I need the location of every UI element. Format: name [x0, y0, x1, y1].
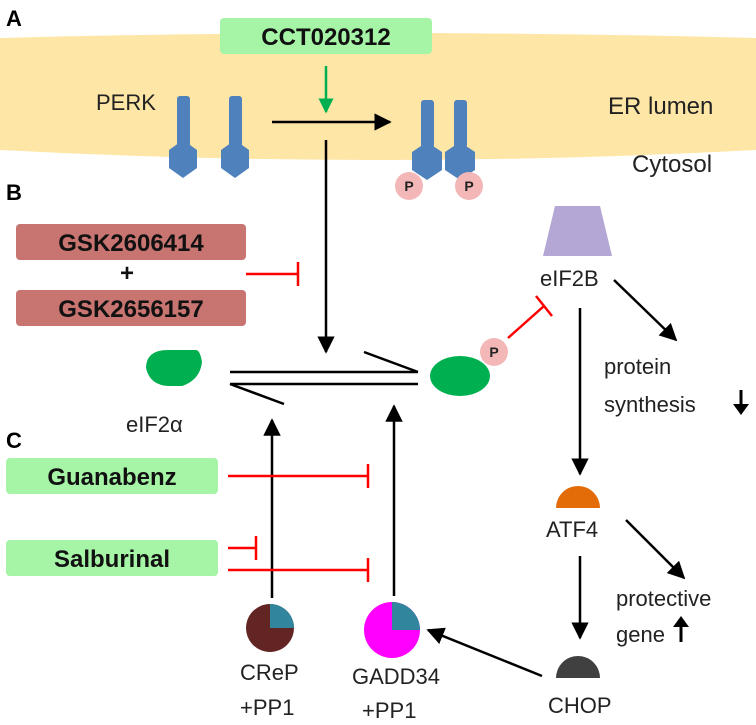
inhibitor-2-label: GSK2656157: [58, 296, 203, 323]
atf4-shape: [556, 486, 600, 508]
gadd34-label-2: +PP1: [362, 698, 416, 723]
gadd34-label-1: GADD34: [352, 664, 440, 689]
phospho-label: P: [464, 178, 473, 194]
eif2b-shape: [543, 206, 612, 256]
atf4-label: ATF4: [546, 517, 598, 542]
salburinal-inhibition-bar-crep: [228, 536, 258, 560]
salburinal-box: [6, 540, 218, 576]
perk-inhibition-bar: [246, 262, 300, 286]
arrow-down-icon: [733, 390, 749, 415]
protein-synthesis-label-2: synthesis: [604, 392, 696, 417]
panel-label-c: C: [6, 428, 22, 453]
protein-synthesis-label-1: protein: [604, 354, 671, 379]
guanabenz-box: [6, 458, 218, 494]
equilibrium-arrows: [229, 350, 419, 406]
protective-gene-label-2: gene: [616, 622, 665, 647]
eif2a-shape: [146, 350, 202, 386]
protective-gene-label-1: protective: [616, 586, 711, 611]
chop-to-gadd34-arrow: [426, 627, 543, 678]
eif2a-phosphorylated-shape: [430, 356, 490, 396]
inhibitor-box-2: [16, 290, 246, 326]
guanabenz-label: Guanabenz: [47, 464, 176, 491]
eif2a-label: eIF2α: [126, 412, 183, 437]
arrow-up-icon: [673, 616, 689, 642]
pp1-subunit-icon: [392, 602, 420, 630]
phospho-marker: [480, 338, 508, 366]
perk-monomer-left: [169, 96, 197, 178]
plus-sign: +: [120, 260, 134, 287]
eif2b-to-protein-synthesis-arrow: [613, 279, 678, 342]
eif2b-inhibition-bar: [507, 295, 553, 339]
chop-label: CHOP: [548, 693, 612, 718]
inhibitor-1-label: GSK2606414: [58, 230, 204, 257]
phospho-label: P: [489, 344, 498, 360]
salburinal-inhibition-bar-gadd34: [228, 558, 370, 582]
crep-label-1: CReP: [240, 660, 299, 685]
eif2b-label: eIF2B: [540, 266, 599, 291]
er-lumen-label: ER lumen: [608, 93, 713, 120]
activator-box: [220, 18, 432, 54]
pp1-subunit-icon: [270, 604, 294, 628]
chop-shape: [556, 656, 600, 678]
inhibitor-box-1: [16, 224, 246, 260]
phospho-marker: [455, 172, 483, 200]
perk-label: PERK: [96, 90, 156, 115]
panel-label-a: A: [6, 6, 22, 31]
cytosol-label: Cytosol: [632, 151, 712, 178]
activator-drug-label: CCT020312: [261, 24, 390, 51]
salburinal-label: Salburinal: [54, 546, 170, 573]
perk-dimer-phosphorylated: P P: [395, 100, 483, 200]
crep-label-2: +PP1: [240, 695, 294, 720]
guanabenz-inhibition-bar: [228, 464, 370, 488]
atf4-to-protective-gene-arrow: [625, 519, 686, 580]
panel-label-b: B: [6, 180, 22, 205]
phospho-marker: [395, 172, 423, 200]
phospho-label: P: [404, 178, 413, 194]
perk-monomer-right: [221, 96, 249, 178]
